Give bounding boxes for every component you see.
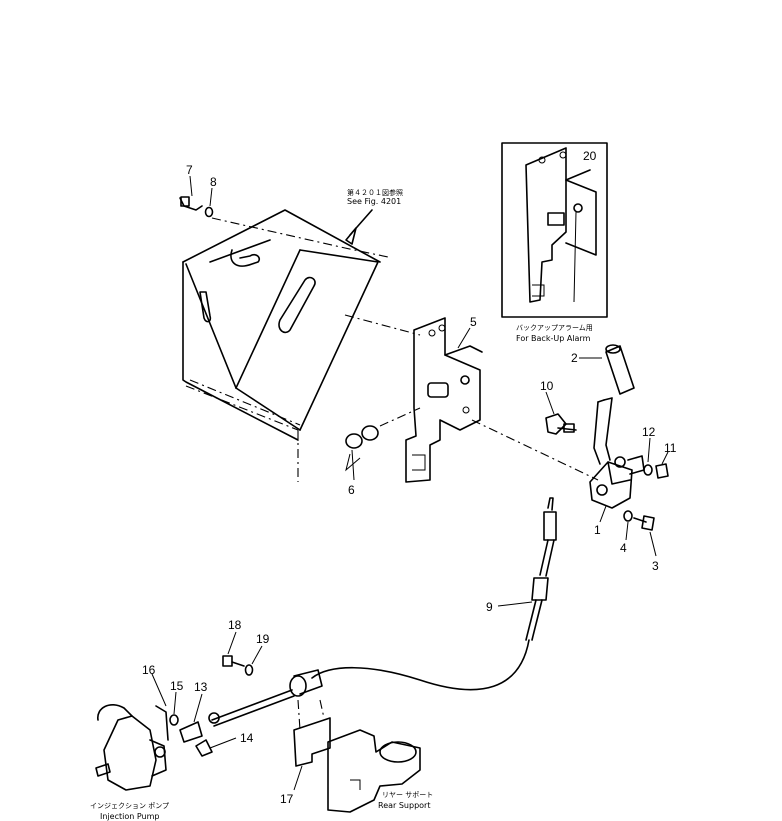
pin-14 xyxy=(195,739,213,757)
washer-12 xyxy=(643,464,653,476)
leader-lines xyxy=(151,175,669,791)
callout-15: 15 xyxy=(170,679,184,693)
backup-alarm-inset: バックアップアラーム用 For Back-Up Alarm xyxy=(501,142,608,343)
knob-2 xyxy=(605,344,635,395)
bracket-17 xyxy=(293,699,331,767)
callout-10: 10 xyxy=(540,379,554,393)
callout-14: 14 xyxy=(240,731,254,745)
callout-6: 6 xyxy=(348,483,355,497)
fitting-10 xyxy=(545,413,577,435)
rod-end-assembly xyxy=(208,669,323,727)
callout-16: 16 xyxy=(142,663,156,677)
bolt-3 xyxy=(633,515,655,531)
rear-support-jp-label: リヤー サポート xyxy=(382,791,433,799)
callout-13: 13 xyxy=(194,680,208,694)
callout-1: 1 xyxy=(594,523,601,537)
injection-pump: インジェクション ポンプ Injection Pump xyxy=(90,704,169,821)
bolt-7 xyxy=(179,196,203,211)
backup-alarm-en-label: For Back-Up Alarm xyxy=(516,334,591,343)
injection-pump-jp-label: インジェクション ポンプ xyxy=(90,802,169,810)
callout-12: 12 xyxy=(642,425,656,439)
bolt-18 xyxy=(222,655,245,667)
callout-8: 8 xyxy=(210,175,217,189)
callout-2: 2 xyxy=(571,351,578,365)
nut-11 xyxy=(655,463,669,479)
callout-9: 9 xyxy=(486,600,493,614)
injection-pump-en-label: Injection Pump xyxy=(100,812,159,821)
backup-alarm-jp-label: バックアップアラーム用 xyxy=(516,324,593,332)
see-fig-en-label: See Fig. 4201 xyxy=(347,197,401,206)
bracket-5 xyxy=(405,317,483,483)
collar-6 xyxy=(345,425,379,472)
cover-assembly: 第４２０１図参照 See Fig. 4201 xyxy=(182,188,421,482)
washer-4 xyxy=(623,510,633,522)
callout-11: 11 xyxy=(664,441,677,455)
callout-7: 7 xyxy=(186,163,193,177)
lever-1 xyxy=(589,397,645,509)
rear-support: リヤー サポート Rear Support xyxy=(327,729,433,813)
callout-5: 5 xyxy=(470,315,477,329)
callout-17: 17 xyxy=(280,792,294,806)
clip-15 xyxy=(169,714,179,726)
callout-numbers: 7 8 20 5 2 10 12 11 6 1 4 3 9 18 19 16 1… xyxy=(142,149,677,806)
callout-4: 4 xyxy=(620,541,627,555)
callout-19: 19 xyxy=(256,632,270,646)
callout-20: 20 xyxy=(583,149,597,163)
callout-3: 3 xyxy=(652,559,659,573)
washer-19 xyxy=(244,664,254,676)
cable-9 xyxy=(311,497,557,691)
rear-support-en-label: Rear Support xyxy=(378,801,430,810)
washer-8 xyxy=(204,206,214,218)
callout-18: 18 xyxy=(228,618,242,632)
see-fig-jp-label: 第４２０１図参照 xyxy=(347,188,403,197)
joint-13 xyxy=(179,721,203,743)
